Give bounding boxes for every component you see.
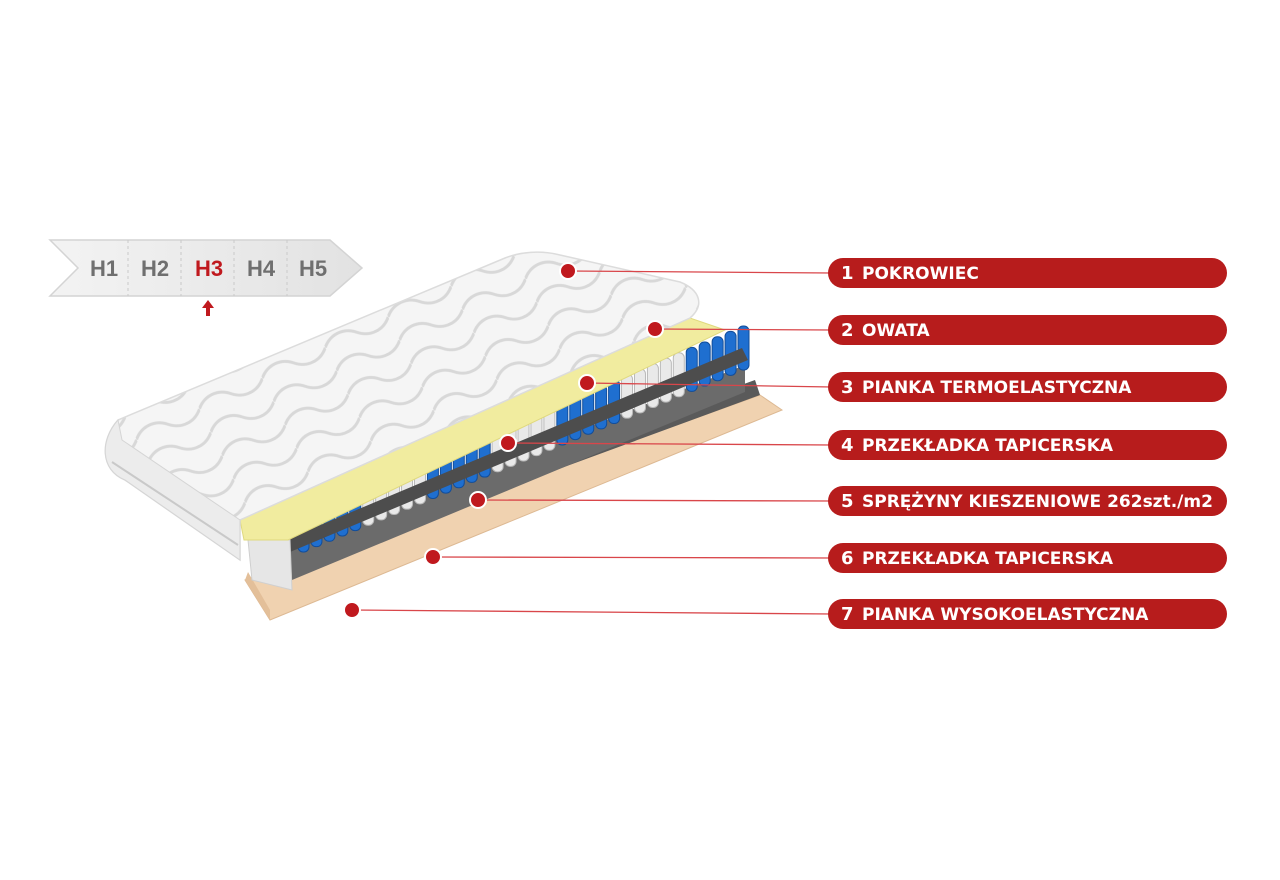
layer-marker-6 <box>424 548 442 566</box>
hardness-scale: H1 H2 H3 H4 H5 <box>48 239 364 316</box>
layer-marker-7 <box>343 601 361 619</box>
layer-number: 3 <box>841 377 854 398</box>
hardness-level-h2: H2 <box>141 256 169 281</box>
layer-label-5: 5 SPRĘŻYNY KIESZENIOWE 262szt./m2 <box>828 486 1227 516</box>
leader-line-3 <box>586 382 833 388</box>
layer-number: 6 <box>841 548 854 569</box>
layer-number: 1 <box>841 263 854 284</box>
pocket-spring-block <box>290 365 745 580</box>
layer-name: POKROWIEC <box>862 264 979 284</box>
label-bar <box>828 315 1227 345</box>
layer-name: OWATA <box>862 321 931 341</box>
hardness-level-h3: H3 <box>195 256 223 281</box>
layer-label-1: 1 POKROWIEC <box>828 258 1227 288</box>
leader-line-4 <box>507 442 833 446</box>
leader-line-2 <box>654 328 833 331</box>
layer-label-3: 3 PIANKA TERMOELASTYCZNA <box>828 372 1227 402</box>
layer-number: 5 <box>841 491 854 512</box>
leader-line-5 <box>477 499 833 502</box>
label-bar <box>828 430 1227 460</box>
layer-name: PRZEKŁADKA TAPICERSKA <box>862 549 1114 569</box>
leader-lines <box>343 262 833 619</box>
layer-number: 7 <box>841 604 854 625</box>
hardness-level-h4: H4 <box>247 256 276 281</box>
layer-name: PIANKA WYSOKOELASTYCZNA <box>862 605 1149 625</box>
layer-name: SPRĘŻYNY KIESZENIOWE 262szt./m2 <box>862 490 1213 512</box>
label-bar <box>828 372 1227 402</box>
layer-labels: 1 POKROWIEC 2 OWATA 3 PIANKA TERMOELASTYCZNA 4… <box>828 258 1227 629</box>
layer-label-6: 6 PRZEKŁADKA TAPICERSKA <box>828 543 1227 573</box>
leader-line-7 <box>351 609 833 615</box>
label-bar <box>828 258 1227 288</box>
layer-number: 2 <box>841 320 854 341</box>
mattress-illustration <box>104 251 784 621</box>
hardness-level-h1: H1 <box>90 256 118 281</box>
layer-label-2: 2 OWATA <box>828 315 1227 345</box>
hardness-level-h5: H5 <box>299 256 327 281</box>
arrow-up-icon <box>202 300 214 316</box>
layer-marker-2 <box>646 320 664 338</box>
layer-name: PRZEKŁADKA TAPICERSKA <box>862 436 1114 456</box>
label-bar <box>828 486 1227 516</box>
layer-marker-4 <box>499 434 517 452</box>
upper-felt-layer <box>285 348 748 552</box>
layer-marker-3 <box>578 374 596 392</box>
layer-marker-1 <box>559 262 577 280</box>
layer-number: 4 <box>841 435 854 456</box>
layer-name: PIANKA TERMOELASTYCZNA <box>862 378 1132 398</box>
label-bar <box>828 599 1227 629</box>
layer-label-4: 4 PRZEKŁADKA TAPICERSKA <box>828 430 1227 460</box>
layer-marker-5 <box>469 491 487 509</box>
leader-line-6 <box>432 556 833 559</box>
layer-label-7: 7 PIANKA WYSOKOELASTYCZNA <box>828 599 1227 629</box>
leader-line-1 <box>567 270 833 274</box>
label-bar <box>828 543 1227 573</box>
